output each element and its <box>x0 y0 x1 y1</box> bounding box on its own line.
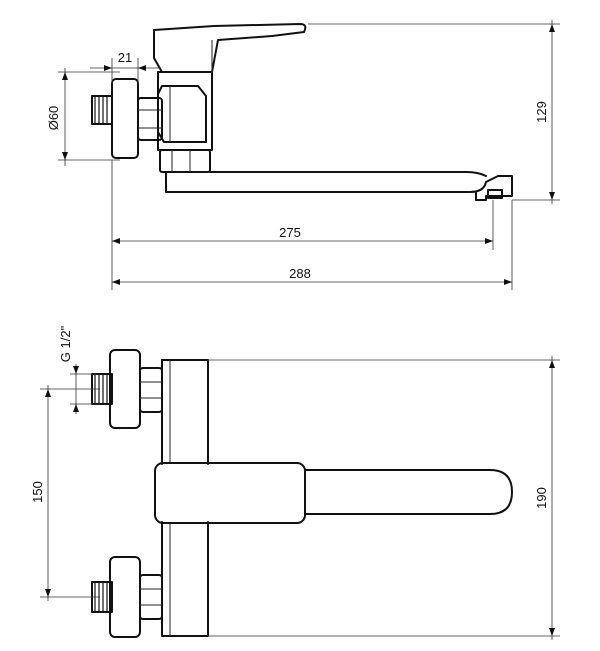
dim-d288-label: 288 <box>289 266 311 281</box>
dim-d129 <box>308 20 560 204</box>
dim-thread-label: G 1/2" <box>58 325 73 362</box>
front-connector-top <box>139 367 163 413</box>
dim-d190-label: 190 <box>534 487 549 509</box>
front-spout <box>304 469 513 515</box>
dim-d60 <box>58 68 120 166</box>
dim-d275 <box>111 160 494 250</box>
front-view: G 1/2" 150 190 <box>30 325 560 640</box>
dim-thread <box>70 364 100 414</box>
front-lever-handle <box>154 462 306 524</box>
front-valve-body <box>161 359 209 637</box>
side-spout-nut <box>159 149 211 173</box>
side-wall-flange <box>111 78 139 159</box>
dim-d21-label: 21 <box>118 50 132 65</box>
front-flange-bottom <box>109 556 141 638</box>
dim-d288 <box>111 200 513 290</box>
dim-d150-label: 150 <box>30 481 45 503</box>
dim-d275-label: 275 <box>279 225 301 240</box>
side-valve-body <box>157 71 213 151</box>
side-inlet-thread <box>91 95 113 125</box>
side-view: Ø60 21 129 275 <box>46 20 560 290</box>
dim-d150 <box>40 385 100 601</box>
dim-d60-label: Ø60 <box>46 106 61 131</box>
front-flange-top <box>109 349 141 429</box>
side-lever-handle <box>153 23 307 73</box>
dim-d190 <box>208 356 560 640</box>
front-connector-bottom <box>139 574 163 620</box>
side-spout <box>165 171 513 201</box>
dim-d129-label: 129 <box>534 101 549 123</box>
dim-d21 <box>90 58 160 84</box>
